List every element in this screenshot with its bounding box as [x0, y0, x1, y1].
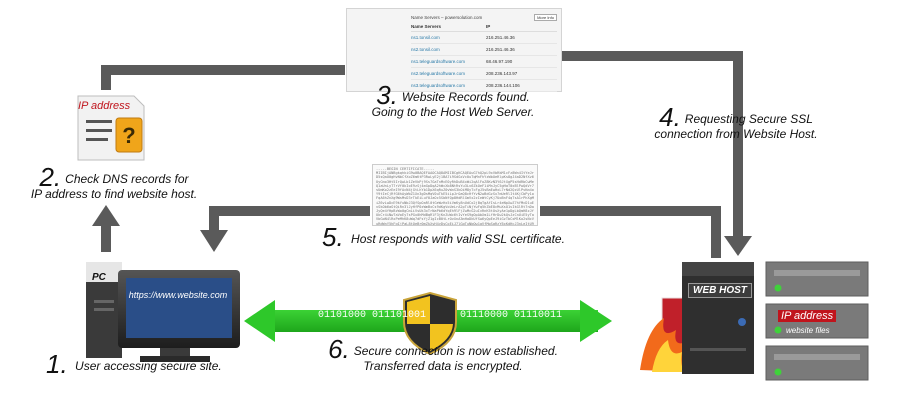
green-arrow-left	[244, 300, 275, 342]
connector-host-to-pc	[209, 206, 721, 258]
ssl-certificate: -----BEGIN CERTIFICATE----- MIIBIjANBgkq…	[372, 164, 538, 226]
pc-tower	[86, 262, 122, 358]
table-row: ns2.tonsil.com 216.251.46.36	[411, 44, 557, 56]
doc-ip-address-label: IP address	[78, 100, 131, 112]
binary-data-left: 01101000 011101001	[318, 310, 427, 321]
ns-ip: 216.251.46.36	[486, 47, 515, 52]
arrow-down-to-host	[724, 236, 752, 256]
table-row: ns1.teleguardsoftware.com 68.46.97.190	[411, 56, 557, 68]
url-display: https://www.website.com	[126, 289, 230, 301]
certificate-body: MIIBIjANBgkqhkiG9w0BAQEFAAOCAQ8AMIIBCgKC…	[376, 171, 534, 226]
shield-icon	[403, 291, 457, 356]
step-5: 5. Host responds with valid SSL certific…	[322, 224, 565, 250]
step-3: 3.Website Records found. Going to the Ho…	[348, 82, 558, 120]
step-6: 6.Secure connection is now established. …	[318, 336, 568, 374]
step-3-line2: Going to the Host Web Server.	[371, 105, 535, 119]
step-4-line2: connection from Website Host.	[654, 127, 818, 141]
col-name-servers: Name Servers	[411, 24, 442, 29]
ns-name[interactable]: ns2.tonsil.com	[411, 47, 440, 52]
ns-ip: 208.236.143.97	[486, 71, 518, 76]
table-row: ns1.tonsil.com 216.251.46.36	[411, 32, 557, 44]
arrow-down-to-pc	[200, 230, 228, 252]
step-2-line2: IP address to find website host.	[30, 187, 198, 201]
rack-ip-address-label: IP address	[778, 310, 837, 322]
step-3-line1: Website Records found.	[401, 90, 530, 104]
step-1-text: User accessing secure site.	[75, 359, 222, 373]
step-4-number: 4.	[659, 102, 681, 132]
pc-monitor	[118, 270, 240, 362]
connector-dns-to-host	[560, 51, 743, 236]
connector-doc-to-dns	[101, 65, 345, 90]
ns-ip: 68.46.97.190	[486, 59, 513, 64]
step-4-line1: Requesting Secure SSL	[684, 112, 813, 126]
arrow-pc-to-doc-shaft	[101, 224, 111, 252]
ns-name[interactable]: ns3.teleguardsoftware.com	[411, 83, 466, 88]
step-2-line1: Check DNS records for	[65, 172, 189, 186]
web-host-server	[682, 262, 754, 374]
svg-text:?: ?	[122, 123, 135, 148]
more-info-button[interactable]: More Info	[534, 14, 557, 21]
arrow-pc-to-doc-head	[92, 205, 120, 226]
step-6-line1: Secure connection is now established.	[353, 344, 558, 358]
col-ip: IP	[486, 24, 491, 29]
pc-label: PC	[92, 272, 106, 283]
ns-name[interactable]: ns1.teleguardsoftware.com	[411, 59, 466, 64]
dns-panel-title: Name Servers – powersolution.com	[411, 15, 483, 20]
ns-ip: 216.251.46.36	[486, 35, 515, 40]
step-1-number: 1.	[46, 349, 68, 379]
dns-records-panel: Name Servers – powersolution.com More In…	[346, 8, 562, 92]
step-5-text: Host responds with valid SSL certificate…	[351, 232, 565, 246]
document-icon: ?	[77, 95, 145, 161]
step-3-number: 3.	[376, 80, 398, 110]
step-6-line2: Transferred data is encrypted.	[363, 359, 523, 373]
step-2-number: 2.	[39, 162, 62, 192]
step-4: 4.Requesting Secure SSL connection from …	[638, 104, 834, 142]
binary-data-right: 01110000 01110011	[460, 310, 563, 321]
table-row: ns2.teleguardsoftware.com 208.236.143.97	[411, 68, 557, 80]
web-host-label: WEB HOST	[688, 283, 752, 298]
step-6-number: 6.	[328, 334, 350, 364]
ns-ip: 208.236.144.106	[486, 83, 520, 88]
step-2: 2.Check DNS records for IP address to fi…	[16, 164, 212, 202]
ns-name[interactable]: ns2.teleguardsoftware.com	[411, 71, 466, 76]
step-1: 1. User accessing secure site.	[46, 351, 222, 377]
step-5-number: 5.	[322, 222, 344, 252]
ns-name[interactable]: ns1.tonsil.com	[411, 35, 440, 40]
certificate-header: -----BEGIN CERTIFICATE-----	[376, 167, 435, 171]
green-arrow-right	[580, 300, 612, 342]
table-row: ns3.teleguardsoftware.com 208.236.144.106	[411, 80, 557, 92]
website-files-label: website files	[786, 326, 830, 335]
dns-table: Name Servers – powersolution.com More In…	[411, 14, 557, 92]
